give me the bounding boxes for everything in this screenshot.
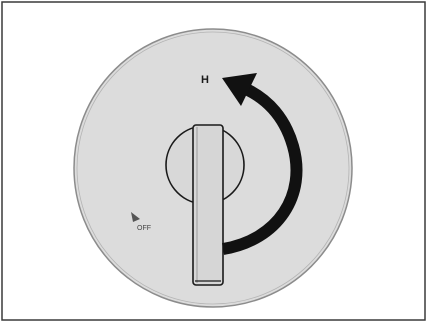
off-label: OFF: [137, 225, 151, 232]
handle-body: [193, 125, 223, 285]
lever-handle[interactable]: [193, 125, 223, 285]
hot-label: H: [201, 74, 209, 86]
